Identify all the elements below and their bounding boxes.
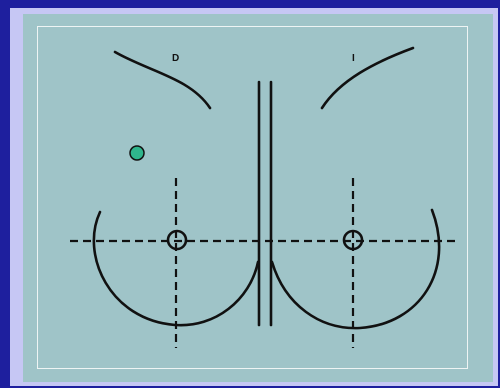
upper-contour-right [115,52,210,108]
upper-contour-left [322,48,413,108]
circle-marker-icon [130,146,144,160]
breast-outline-left [272,210,439,328]
label-right-side: D [172,53,179,64]
label-left-side: I [352,53,355,64]
